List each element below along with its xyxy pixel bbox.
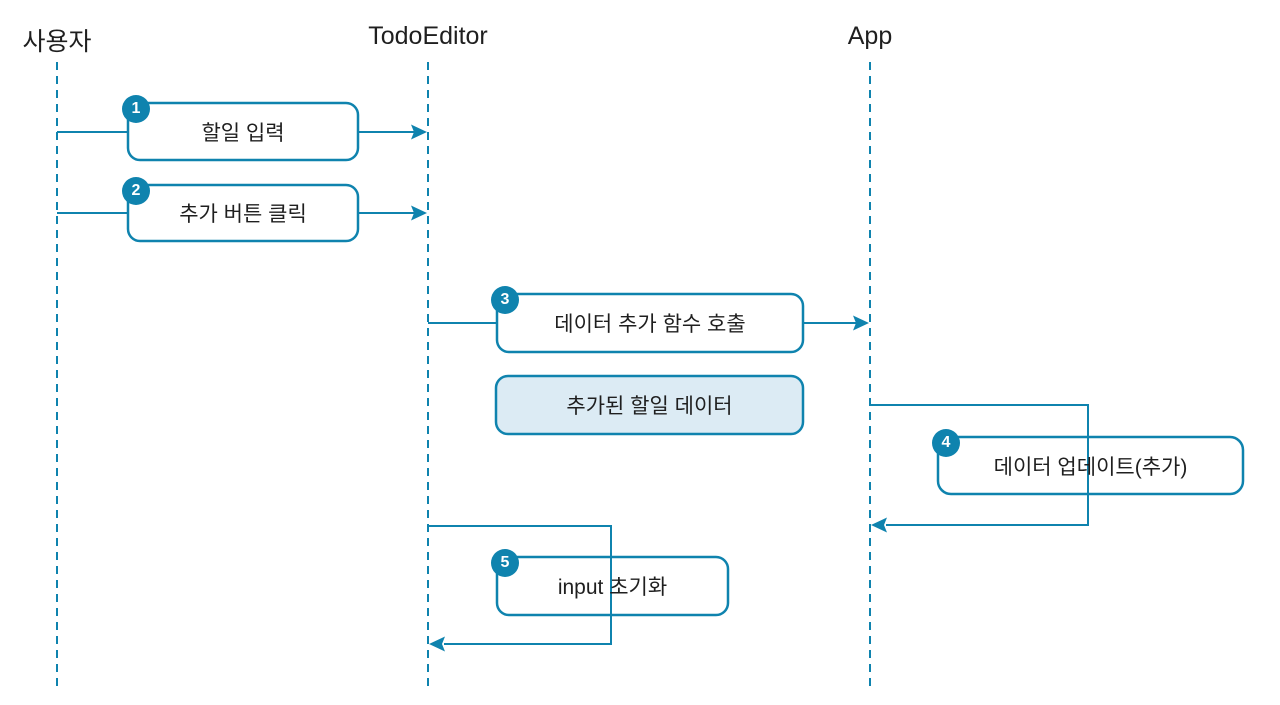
step-2-label: 추가 버튼 클릭 xyxy=(179,203,307,226)
arrowhead-right-2 xyxy=(411,205,427,221)
actor-label-user: 사용자 xyxy=(22,28,92,56)
step-3-badge: 3 xyxy=(491,286,519,314)
step-4-badge: 4 xyxy=(932,429,960,457)
step-5-box xyxy=(495,555,730,617)
step-1-label: 할일 입력 xyxy=(201,121,285,145)
step-3-box xyxy=(495,292,805,354)
step-5-label: input 초기화 xyxy=(557,576,668,599)
self-message-path-5 xyxy=(428,525,612,645)
arrowhead-left-4 xyxy=(871,517,887,533)
step-2-box xyxy=(126,183,360,243)
note-label: 추가된 할일 데이터 xyxy=(566,395,733,418)
actor-label-app: App xyxy=(847,22,893,50)
step-4-label: 데이터 업데이트(추가) xyxy=(993,455,1188,479)
self-message-path-4 xyxy=(870,404,1089,526)
step-3-label: 데이터 추가 함수 호출 xyxy=(554,313,746,336)
step-1-badge: 1 xyxy=(122,95,150,123)
step-4-box xyxy=(936,435,1245,496)
arrowhead-right-1 xyxy=(411,124,427,140)
arrowhead-left-5 xyxy=(429,636,445,652)
note-box xyxy=(494,374,805,436)
step-1-box xyxy=(126,101,360,162)
arrowhead-right-3 xyxy=(853,315,869,331)
actor-label-todoeditor: TodoEditor xyxy=(368,22,488,50)
step-5-badge: 5 xyxy=(491,549,519,577)
step-2-badge: 2 xyxy=(122,177,150,205)
